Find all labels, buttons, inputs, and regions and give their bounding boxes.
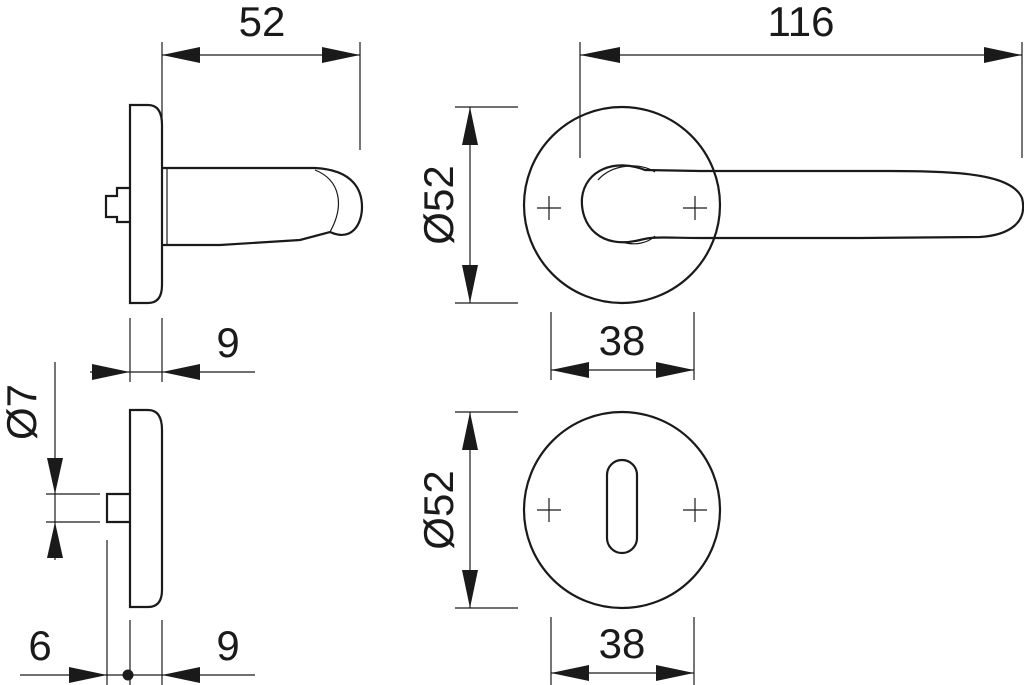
lever-side-view [104,42,364,305]
spindle-diameter-dimension: Ø7 [0,384,45,440]
escutcheon-thickness-dimension: 9 [216,622,239,669]
rose-diameter-dimension: Ø52 [415,165,462,244]
pin-offset-dimension: 6 [28,622,51,669]
lever-length-dimension: 52 [239,0,286,45]
escutcheon-diameter-dimension: Ø52 [415,470,462,549]
rose-width-dimension: 38 [599,317,646,364]
rose-thickness-dimension-lines [90,318,255,382]
lever-front-length-dimension: 116 [768,0,835,45]
rose-thickness-dimension: 9 [216,319,239,366]
lever-front-view [455,42,1024,380]
escutcheon-front-view [455,410,722,685]
escutcheon-width-dimension: 38 [599,620,646,667]
escutcheon-side-view [20,362,255,685]
